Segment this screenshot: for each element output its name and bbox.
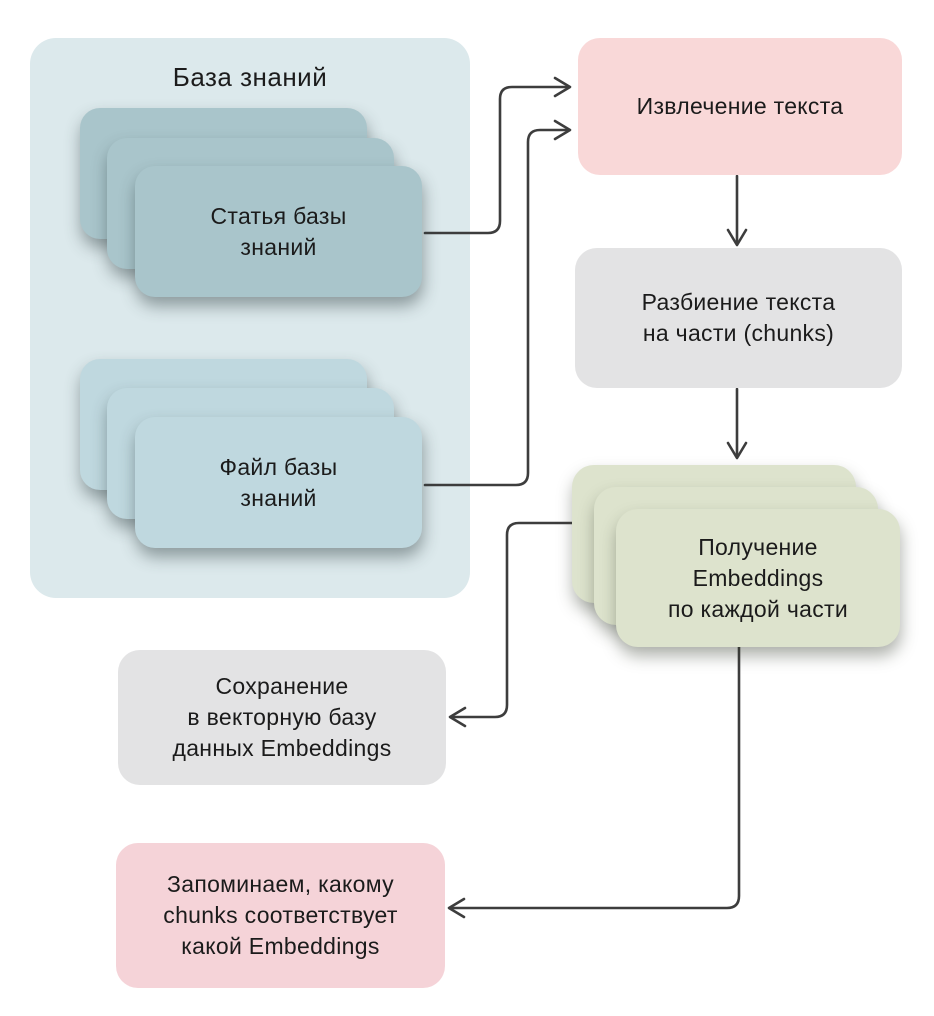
arrowhead-article-to-extract [553,76,572,98]
save-vector-db-label: Сохранение в векторную базу данных Embed… [172,673,392,761]
connector-embeddings-to-remember [449,645,741,910]
save-vector-db-node: Сохранение в векторную базу данных Embed… [118,650,446,785]
arrowhead-file-to-extract [553,119,572,141]
arrowhead-embeddings-to-remember [447,897,466,919]
split-chunks-node: Разбиение текста на части (chunks) [575,248,902,388]
remember-mapping-label: Запоминаем, какому chunks соответствует … [163,871,398,959]
extract-text-node: Извлечение текста [578,38,902,175]
embeddings-card-label: Получение Embeddings по каждой части [668,533,848,622]
arrowhead-split-to-embeddings [726,441,748,460]
split-chunks-label: Разбиение текста на части (chunks) [641,289,836,346]
remember-mapping-node: Запоминаем, какому chunks соответствует … [116,843,445,988]
article-card-label: Статья базы знаний [210,202,347,260]
article-card-front: Статья базы знаний [135,166,422,297]
file-card-front: Файл базы знаний [135,417,422,548]
arrowhead-embeddings-to-save [448,706,467,728]
connector-article-to-extract [423,85,570,235]
embeddings-card-front: Получение Embeddings по каждой части [616,509,900,647]
knowledge-base-title: База знаний [172,62,328,92]
extract-text-label: Извлечение текста [636,93,844,119]
arrowhead-extract-to-split [726,228,748,247]
connector-file-to-extract [423,128,570,487]
file-card-label: Файл базы знаний [219,453,338,511]
connector-embeddings-to-save [450,521,618,719]
